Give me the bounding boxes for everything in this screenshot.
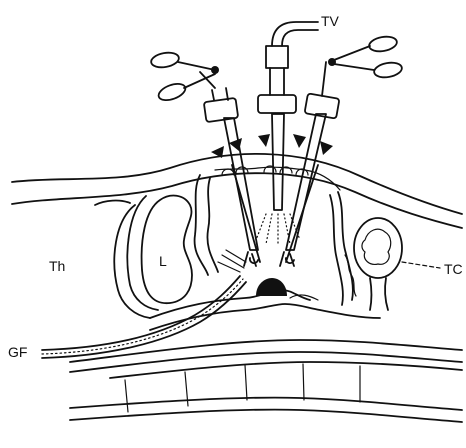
thoracic-structure [114,196,158,318]
spinal-column [70,340,462,422]
body-wall [12,154,462,228]
thyroid-label: Th [49,259,65,273]
tv-label: TV [321,14,339,28]
cavity-floor [150,278,380,330]
tc-label: TC [444,262,463,276]
lesion-label: L [159,254,167,268]
tc-nodule [354,218,402,310]
center-scope [256,22,318,246]
tc-leader [402,262,440,268]
gf-label: GF [8,345,27,359]
lesion-organ [142,196,192,304]
